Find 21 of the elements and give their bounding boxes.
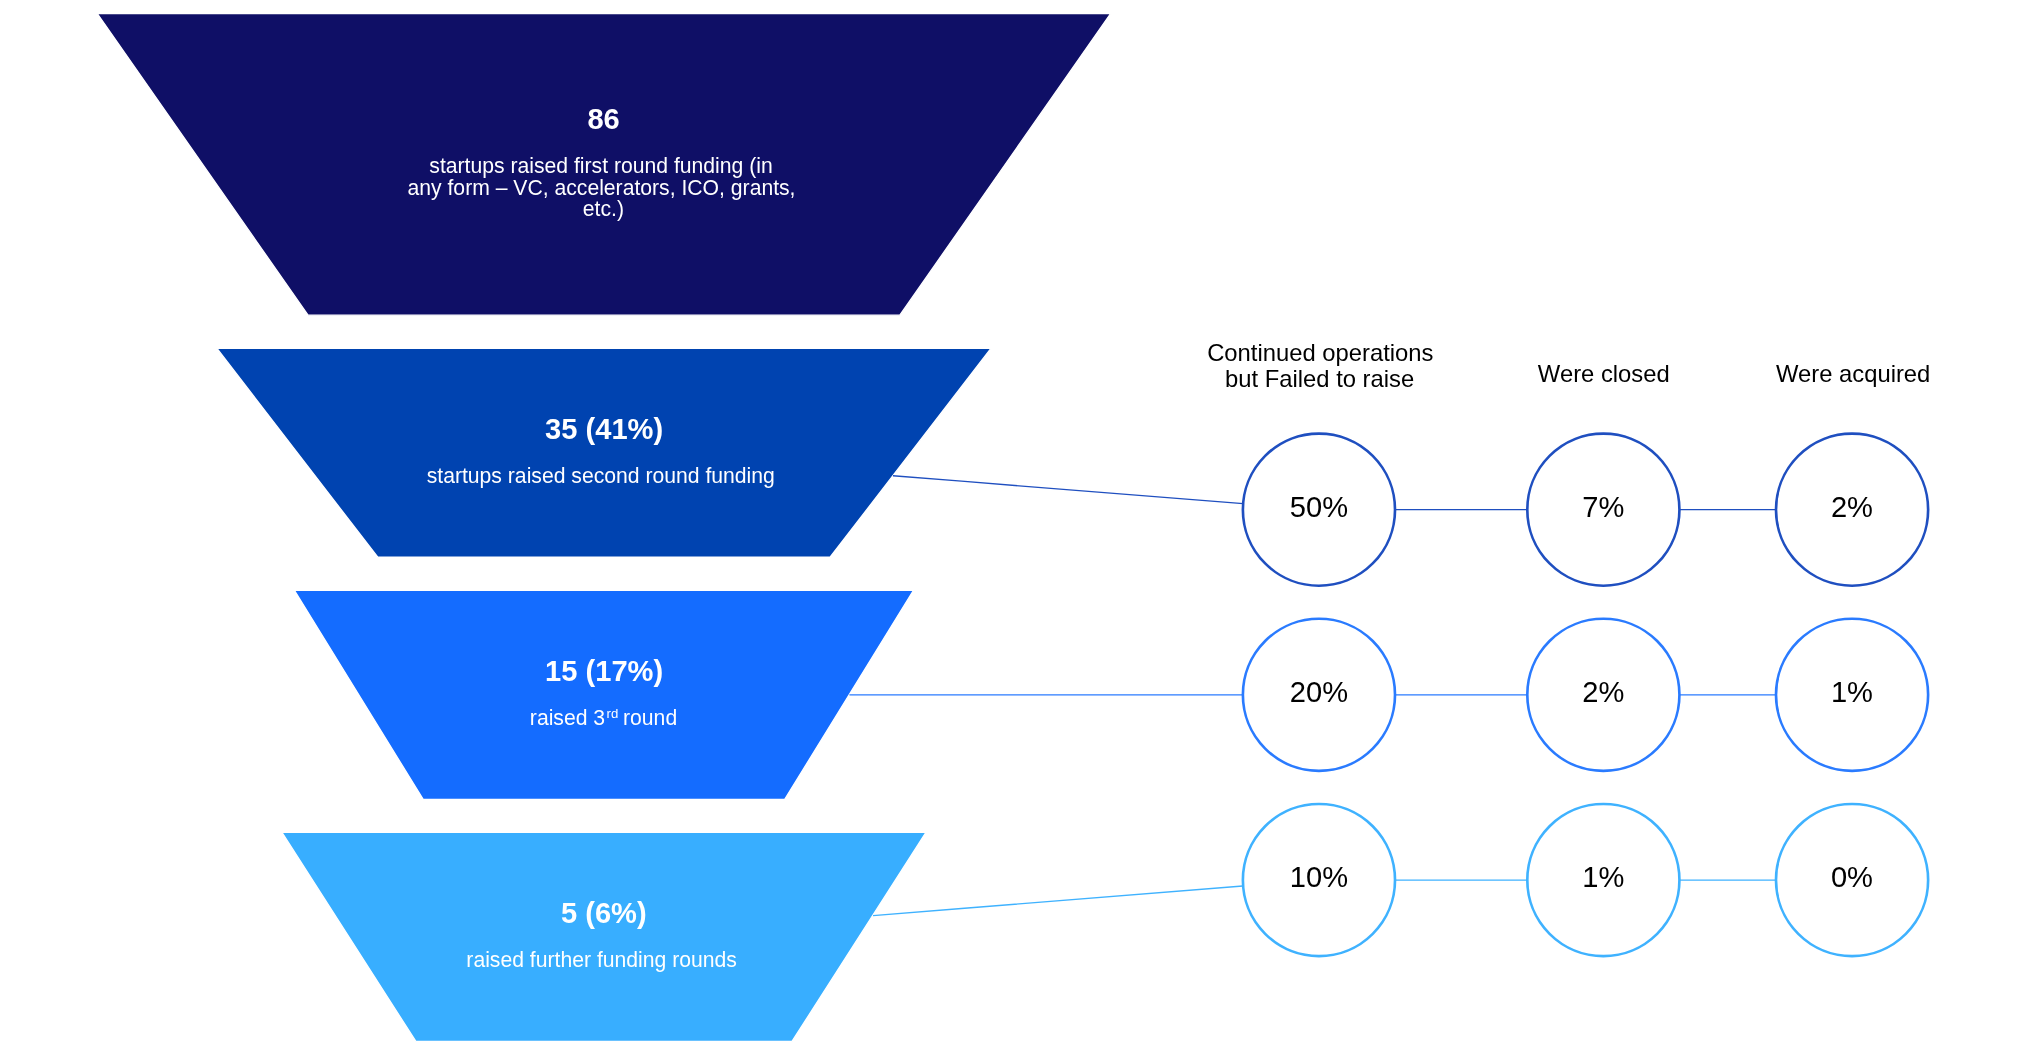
node-circle: 10% (1241, 802, 1397, 958)
connector (1678, 879, 1777, 881)
connector (1678, 694, 1777, 696)
label: Were acquired (1776, 359, 1931, 387)
connector (848, 694, 1244, 696)
connector (892, 475, 1244, 505)
node-circle: 1% (1525, 802, 1681, 958)
node-circle: 20% (1241, 617, 1397, 773)
node-circle: 1% (1774, 617, 1930, 773)
node-circle: 50% (1241, 432, 1397, 588)
connector (1678, 508, 1777, 511)
node-circle: 7% (1525, 432, 1681, 588)
node-circle: 2% (1774, 432, 1930, 588)
connector (872, 885, 1244, 917)
node-circle: 0% (1774, 802, 1930, 958)
connector (1394, 879, 1528, 881)
label: Were closed (1537, 359, 1670, 387)
node-circle: 2% (1525, 617, 1681, 773)
connector (1394, 694, 1528, 696)
connector (1394, 508, 1528, 511)
label: Continued operations but Failed to raise (1207, 338, 1434, 393)
